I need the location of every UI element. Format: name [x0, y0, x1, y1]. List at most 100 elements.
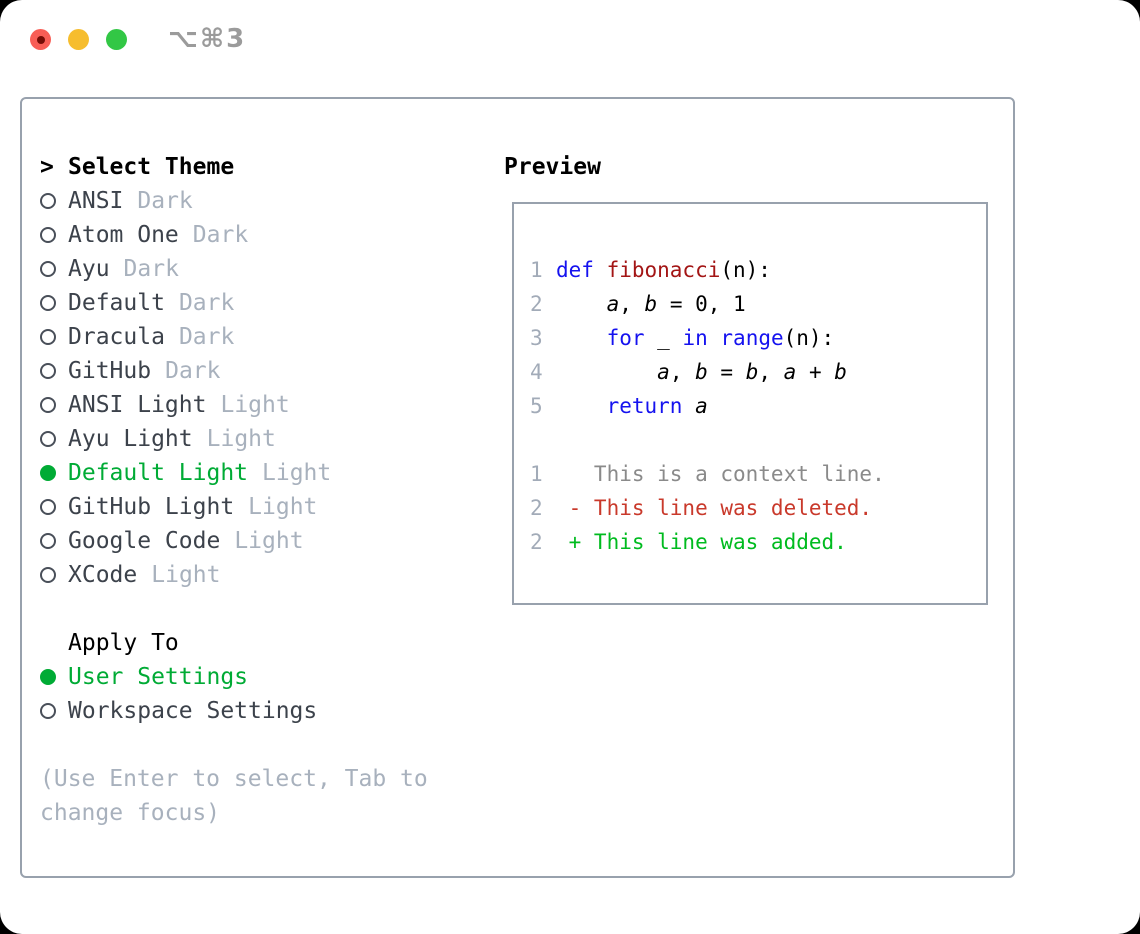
circle-icon — [40, 363, 56, 379]
circle-icon — [40, 431, 56, 447]
code-segment-variable: b — [745, 360, 759, 384]
code-line: 2 + This line was added. — [530, 525, 986, 559]
theme-item-label: Google Code — [68, 528, 221, 554]
code-segment-plain — [556, 360, 657, 384]
theme-item-default-light[interactable]: Default Light Light — [40, 456, 454, 490]
code-segment-plain — [556, 292, 607, 316]
theme-item-atom-one[interactable]: Atom One Dark — [40, 218, 454, 252]
code-line: 2 a, b = 0, 1 — [530, 287, 986, 321]
close-button[interactable] — [30, 29, 51, 50]
theme-item-github[interactable]: GitHub Dark — [40, 354, 454, 388]
theme-list-title: Select Theme — [68, 154, 235, 180]
circle-icon — [40, 703, 56, 719]
theme-item-tag: Light — [220, 392, 290, 418]
code-segment-plain: , — [669, 360, 696, 384]
theme-item-tag: Dark — [137, 188, 193, 214]
code-segment-plain: + — [796, 360, 835, 384]
circle-icon — [40, 533, 56, 549]
preview-title: Preview — [504, 154, 601, 180]
circle-icon — [40, 397, 56, 413]
radio-icon — [40, 227, 68, 243]
radio-icon — [40, 567, 68, 583]
code-segment-plain: = 0, 1 — [657, 292, 746, 316]
radio-icon — [40, 499, 68, 515]
code-segment-context: This is a context line. — [556, 462, 885, 486]
radio-icon — [40, 431, 68, 447]
apply-option-workspace-settings[interactable]: Workspace Settings — [40, 694, 454, 728]
theme-item-label: Default Light — [68, 460, 249, 486]
code-segment-plain: = — [707, 360, 746, 384]
code-line: 3 for _ in range(n): — [530, 321, 986, 355]
line-number: 2 — [530, 530, 543, 554]
circle-icon — [40, 329, 56, 345]
theme-item-tag: Dark — [178, 324, 235, 350]
theme-item-tag: Light — [151, 562, 221, 588]
radio-icon — [40, 533, 68, 549]
line-number: 2 — [530, 292, 543, 316]
code-line — [530, 423, 986, 457]
code-segment-variable: b — [695, 360, 708, 384]
code-segment-keyword: in — [682, 326, 708, 350]
code-segment-keyword: for — [606, 326, 645, 350]
radio-selected-icon — [40, 669, 68, 685]
code-segment-variable: b — [644, 292, 658, 316]
theme-item-label: Atom One — [68, 222, 179, 248]
code-segment-plain — [556, 326, 607, 350]
line-number: 5 — [530, 394, 543, 418]
cursor-icon: > — [40, 154, 54, 180]
code-segment-plain: , — [758, 360, 784, 384]
zoom-button[interactable] — [106, 29, 127, 50]
apply-option-label: Workspace Settings — [68, 698, 318, 724]
minimize-button[interactable] — [68, 29, 89, 50]
code-segment-added: + This line was added. — [556, 530, 847, 554]
theme-item-tag: Dark — [178, 290, 235, 316]
code-segment-plain: _ — [644, 326, 683, 350]
theme-item-ansi-light[interactable]: ANSI Light Light — [40, 388, 454, 422]
theme-item-tag: Dark — [192, 222, 249, 248]
spacer — [40, 728, 454, 762]
code-segment-plain — [556, 394, 607, 418]
apply-to-header-row: Apply To — [40, 626, 454, 660]
theme-item-tag: Light — [262, 460, 332, 486]
code-segment-variable: a — [695, 394, 708, 418]
theme-item-tag: Dark — [123, 256, 179, 282]
hint-text: (Use Enter to select, Tab to change focu… — [40, 766, 428, 826]
titlebar: ⌥⌘3 — [0, 0, 1140, 97]
apply-option-label: User Settings — [68, 664, 249, 690]
radio-icon — [40, 295, 68, 311]
apply-option-user-settings[interactable]: User Settings — [40, 660, 454, 694]
code-line: 4 a, b = b, a + b — [530, 355, 986, 389]
code-segment-keyword: return — [606, 394, 683, 418]
code-segment-plain: (n): — [720, 258, 771, 282]
line-number: 2 — [530, 496, 543, 520]
radio-icon — [40, 397, 68, 413]
theme-item-label: Ayu Light — [68, 426, 193, 452]
record-dot-icon — [36, 35, 45, 44]
code-segment-plain — [682, 394, 695, 418]
theme-item-label: GitHub — [68, 358, 152, 384]
theme-item-label: Dracula — [68, 324, 165, 350]
theme-item-label: ANSI Light — [68, 392, 207, 418]
theme-item-tag: Dark — [165, 358, 221, 384]
code-segment-keyword: range — [720, 326, 784, 350]
spacer — [40, 592, 454, 626]
circle-icon — [40, 499, 56, 515]
radio-icon — [40, 703, 68, 719]
code-segment-variable: a — [606, 292, 620, 316]
theme-item-dracula[interactable]: Dracula Dark — [40, 320, 454, 354]
code-segment-variable: a — [657, 360, 670, 384]
